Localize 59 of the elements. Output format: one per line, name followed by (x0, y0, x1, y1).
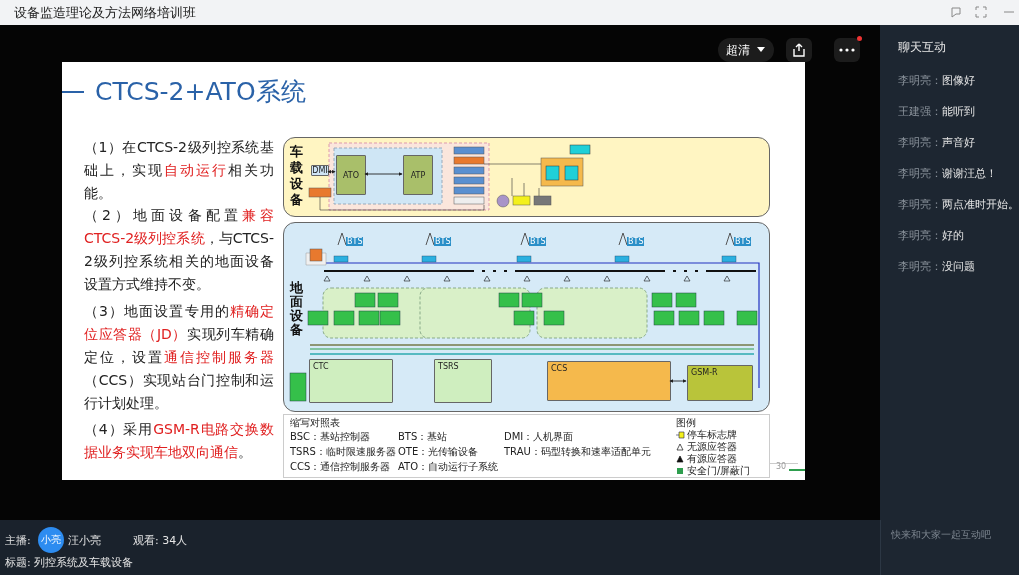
host-name: 汪小亮 (68, 533, 101, 548)
abbreviation-entry: CCS：通信控制服务器 (290, 461, 391, 473)
chat-sender: 李明亮： (898, 135, 942, 150)
abbreviation-entry: BTS：基站 (398, 431, 448, 443)
abbreviation-entry: ATO：自动运行子系统 (398, 461, 499, 473)
bullet-paragraph: （4）采用GSM-R电路交换数据业务实现车地双向通信。 (84, 420, 274, 462)
legend-label: 有源应答器 (687, 453, 737, 465)
panel-heading: 聊天互动 (898, 39, 946, 56)
abbreviation-entry: TRAU：码型转换和速率适配单元 (504, 446, 651, 458)
page-number: 30 (776, 462, 787, 471)
chat-sender: 李明亮： (898, 197, 942, 212)
chat-sender: 李明亮： (898, 259, 942, 274)
antenna-label: BTS (529, 237, 547, 246)
equipment-box: ATP (403, 155, 433, 195)
chat-sender: 王建强： (898, 104, 942, 119)
connector-arrow (327, 169, 336, 174)
abbreviation-entry: DMI：人机界面 (504, 431, 574, 443)
legend-label: 无源应答器 (687, 441, 737, 453)
connector-arrow (364, 172, 403, 176)
legend-heading: 图例 (676, 417, 696, 429)
abbreviation-entry: BSC：基站控制器 (290, 431, 370, 443)
antenna-label: BTS (346, 237, 364, 246)
chat-message: 两点准时开始。 (942, 197, 1019, 212)
panel-heading: 地面设备 (290, 281, 304, 337)
panel-heading: 车载设备 (290, 144, 304, 208)
equipment-box: CTC (309, 359, 393, 403)
viewer-count: 观看: 34人 (133, 533, 188, 548)
chat-message: 图像好 (942, 73, 975, 88)
bullet-paragraph: （2）地面设备配置兼容CTCS-2级列控系统，与CTCS-2级列控系统相关的地面设备设置方式维持不变。 (84, 206, 274, 294)
legend-label: 停车标志牌 (687, 429, 737, 441)
bullet-paragraph: （3）地面设置专用的精确定位应答器（JD）实现列车精确定位，设置通信控制服务器（CCS）实现站台门控制和运行计划处理。 (84, 302, 274, 413)
slide-title: CTCS-2+ATO系统 (95, 76, 306, 108)
abbreviation-entry: TSRS：临时限速服务器 (290, 446, 396, 458)
chat-sender: 李明亮： (898, 73, 942, 88)
connector-arrow (669, 379, 687, 383)
chat-sender: 李明亮： (898, 228, 942, 243)
chat-message: 好的 (942, 228, 964, 243)
equipment-panel (283, 137, 770, 217)
equipment-box: ATO (336, 155, 366, 195)
equipment-box: CCS (547, 361, 671, 401)
equipment-box: DMI (311, 165, 329, 176)
chat-message: 能听到 (942, 104, 975, 119)
abbreviation-entry: OTE：光传输设备 (398, 446, 479, 458)
session-title: 标题: 列控系统及车载设备 (5, 555, 134, 570)
chat-message: 声音好 (942, 135, 975, 150)
bullet-paragraph: （1）在CTCS-2级列控系统基础上，实现自动运行相关功能。 (84, 138, 274, 203)
chat-sender: 李明亮： (898, 166, 942, 181)
legend-label: 安全门/屏蔽门 (687, 465, 751, 477)
quality-button: 超清 (718, 38, 774, 62)
equipment-box: TSRS (434, 359, 492, 403)
equipment-box: GSM-R (687, 365, 753, 401)
antenna-label: BTS (734, 237, 752, 246)
host-label: 主播: (5, 533, 31, 548)
antenna-label: BTS (627, 237, 645, 246)
chat-message: 没问题 (942, 259, 975, 274)
chat-message: 谢谢汪总！ (942, 166, 997, 181)
legend-heading: 缩写对照表 (290, 417, 340, 429)
window-title: 设备监造理论及方法网络培训班 (14, 4, 196, 22)
antenna-label: BTS (434, 237, 452, 246)
